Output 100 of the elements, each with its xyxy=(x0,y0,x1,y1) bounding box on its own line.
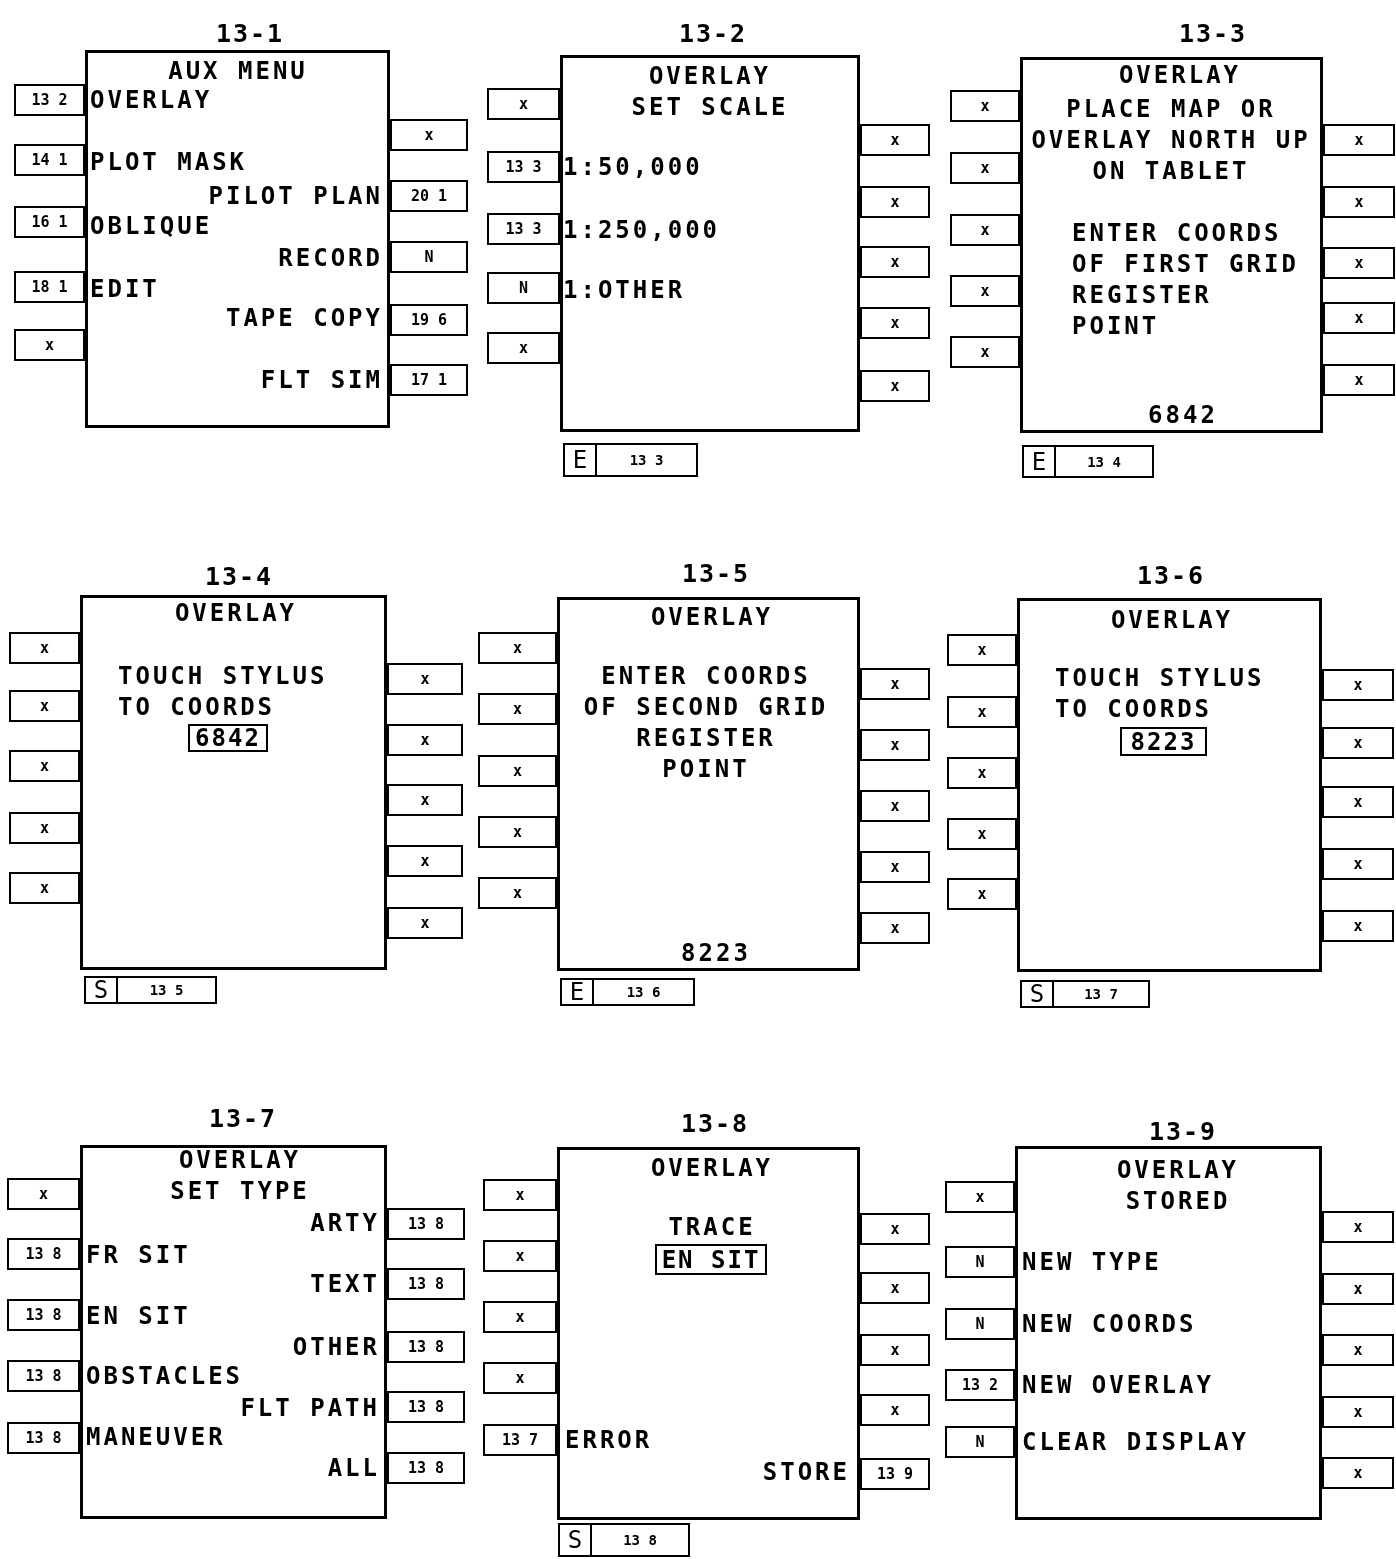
key-letter: E xyxy=(562,980,594,1004)
key-label-tab: 13 3 xyxy=(487,151,560,183)
next-screen-code: 13 3 xyxy=(628,451,665,470)
screen-text: PILOT PLAN xyxy=(208,180,383,212)
key-label-tab: 13 9 xyxy=(860,1458,930,1490)
key-label-tab: x xyxy=(478,632,557,664)
key-label-tab: x xyxy=(860,668,930,700)
key-label-tab: x xyxy=(387,784,463,816)
key-label-tab: x xyxy=(860,307,930,339)
key-label-tab: x xyxy=(1322,786,1394,818)
screen-text: TAPE COPY xyxy=(225,302,383,334)
screen-text: TOUCH STYLUS TO COORDS xyxy=(118,661,328,723)
key-letter: E xyxy=(565,445,597,475)
key-label-tab: x xyxy=(387,907,463,939)
key-label-tab: x xyxy=(860,1334,930,1366)
screen-text: AUX MENU xyxy=(168,55,308,87)
screen-text: NEW TYPE xyxy=(1022,1246,1162,1278)
key-label-tab: x xyxy=(945,1181,1015,1213)
key-label-tab: x xyxy=(390,119,468,151)
screen-text: OVERLAY STORED xyxy=(1116,1155,1240,1217)
screen-text: ENTER COORDS OF SECOND GRID REGISTER POINT xyxy=(583,661,829,785)
screen-text: OVERLAY xyxy=(1118,59,1242,91)
screen-number: 13-3 xyxy=(1178,18,1248,48)
screen-text: FR SIT xyxy=(86,1239,191,1271)
screen-text: ALL xyxy=(327,1452,380,1484)
screen-number: 13-4 xyxy=(204,561,274,591)
key-label-tab: x xyxy=(487,332,560,364)
screen-text: PLOT MASK xyxy=(90,146,248,178)
key-label-tab: x xyxy=(1322,1334,1394,1366)
key-label-tab: x xyxy=(947,818,1017,850)
screen-text: TEXT xyxy=(310,1268,380,1300)
screen-text: ARTY xyxy=(310,1207,380,1239)
entry-key-tab xyxy=(1020,980,1150,1008)
key-label-tab: x xyxy=(478,877,557,909)
key-label-tab: 19 6 xyxy=(390,304,468,336)
next-screen-code: 13 8 xyxy=(622,1531,658,1550)
key-label-tab: x xyxy=(860,1394,930,1426)
screen-text: OVERLAY xyxy=(650,601,774,633)
screen-text: FLT SIM xyxy=(260,364,383,396)
key-label-tab: x xyxy=(950,275,1020,307)
key-label-tab: x xyxy=(483,1240,557,1272)
key-label-tab: 13 8 xyxy=(387,1331,465,1363)
key-label-tab: N xyxy=(945,1426,1015,1458)
key-label-tab: 13 8 xyxy=(7,1360,80,1392)
key-label-tab: x xyxy=(14,329,85,361)
key-label-tab: N xyxy=(945,1246,1015,1278)
entry-key-tab xyxy=(84,976,217,1004)
key-label-tab: x xyxy=(9,632,80,664)
key-label-tab: x xyxy=(947,757,1017,789)
key-label-tab: x xyxy=(860,851,930,883)
key-label-tab: 13 8 xyxy=(387,1391,465,1423)
key-label-tab: 13 3 xyxy=(487,213,560,245)
screen-text: EN SIT xyxy=(86,1300,191,1332)
key-label-tab: 13 8 xyxy=(7,1238,80,1270)
key-label-tab: x xyxy=(1322,848,1394,880)
screen-text: OVERLAY xyxy=(650,1152,774,1184)
key-label-tab: x xyxy=(387,663,463,695)
entry-key-tab xyxy=(558,1523,690,1557)
screen-text: OVERLAY xyxy=(174,597,298,629)
screen-text: NEW OVERLAY xyxy=(1022,1369,1214,1401)
key-label-tab: x xyxy=(1322,910,1394,942)
key-label-tab: x xyxy=(947,878,1017,910)
key-label-tab: x xyxy=(9,750,80,782)
key-label-tab: x xyxy=(860,790,930,822)
key-label-tab: x xyxy=(947,696,1017,728)
screen-text: 6842 xyxy=(1148,399,1218,431)
key-label-tab: 13 7 xyxy=(483,1424,557,1456)
key-label-tab: x xyxy=(1323,247,1395,279)
key-label-tab: x xyxy=(860,124,930,156)
key-label-tab: x xyxy=(478,755,557,787)
screen-number: 13-1 xyxy=(215,18,285,48)
key-label-tab: 14 1 xyxy=(14,144,85,176)
screen-number: 13-9 xyxy=(1148,1116,1218,1146)
screen-text: PLACE MAP OR OVERLAY NORTH UP ON TABLET xyxy=(1031,93,1311,187)
screen-text: FLT PATH xyxy=(240,1392,380,1424)
key-label-tab: x xyxy=(483,1301,557,1333)
key-label-tab: 20 1 xyxy=(390,180,468,212)
key-letter: S xyxy=(560,1525,592,1555)
key-label-tab: N xyxy=(487,272,560,304)
screen-text: OVERLAY SET TYPE xyxy=(170,1145,310,1207)
key-label-tab: x xyxy=(860,912,930,944)
screen-text: 1:OTHER xyxy=(563,274,686,306)
key-label-tab: 13 8 xyxy=(387,1452,465,1484)
key-label-tab: x xyxy=(1322,1457,1394,1489)
screen-number: 13-7 xyxy=(208,1103,278,1133)
key-letter: S xyxy=(1022,982,1054,1006)
key-label-tab: x xyxy=(860,729,930,761)
key-label-tab: 13 8 xyxy=(387,1208,465,1240)
key-label-tab: 13 8 xyxy=(7,1299,80,1331)
screen-text: CLEAR DISPLAY xyxy=(1022,1426,1249,1458)
screen-number: 13-2 xyxy=(678,18,748,48)
key-letter: S xyxy=(86,978,118,1002)
screen-text: MANEUVER xyxy=(86,1421,226,1453)
next-screen-code: 13 6 xyxy=(625,983,662,1002)
screen-text: ERROR xyxy=(565,1424,653,1456)
screen-text: OBLIQUE xyxy=(90,210,213,242)
screen-text: STORE xyxy=(762,1456,850,1488)
key-label-tab: x xyxy=(1323,364,1395,396)
next-screen-code: 13 4 xyxy=(1086,452,1122,472)
key-label-tab: x xyxy=(950,336,1020,368)
